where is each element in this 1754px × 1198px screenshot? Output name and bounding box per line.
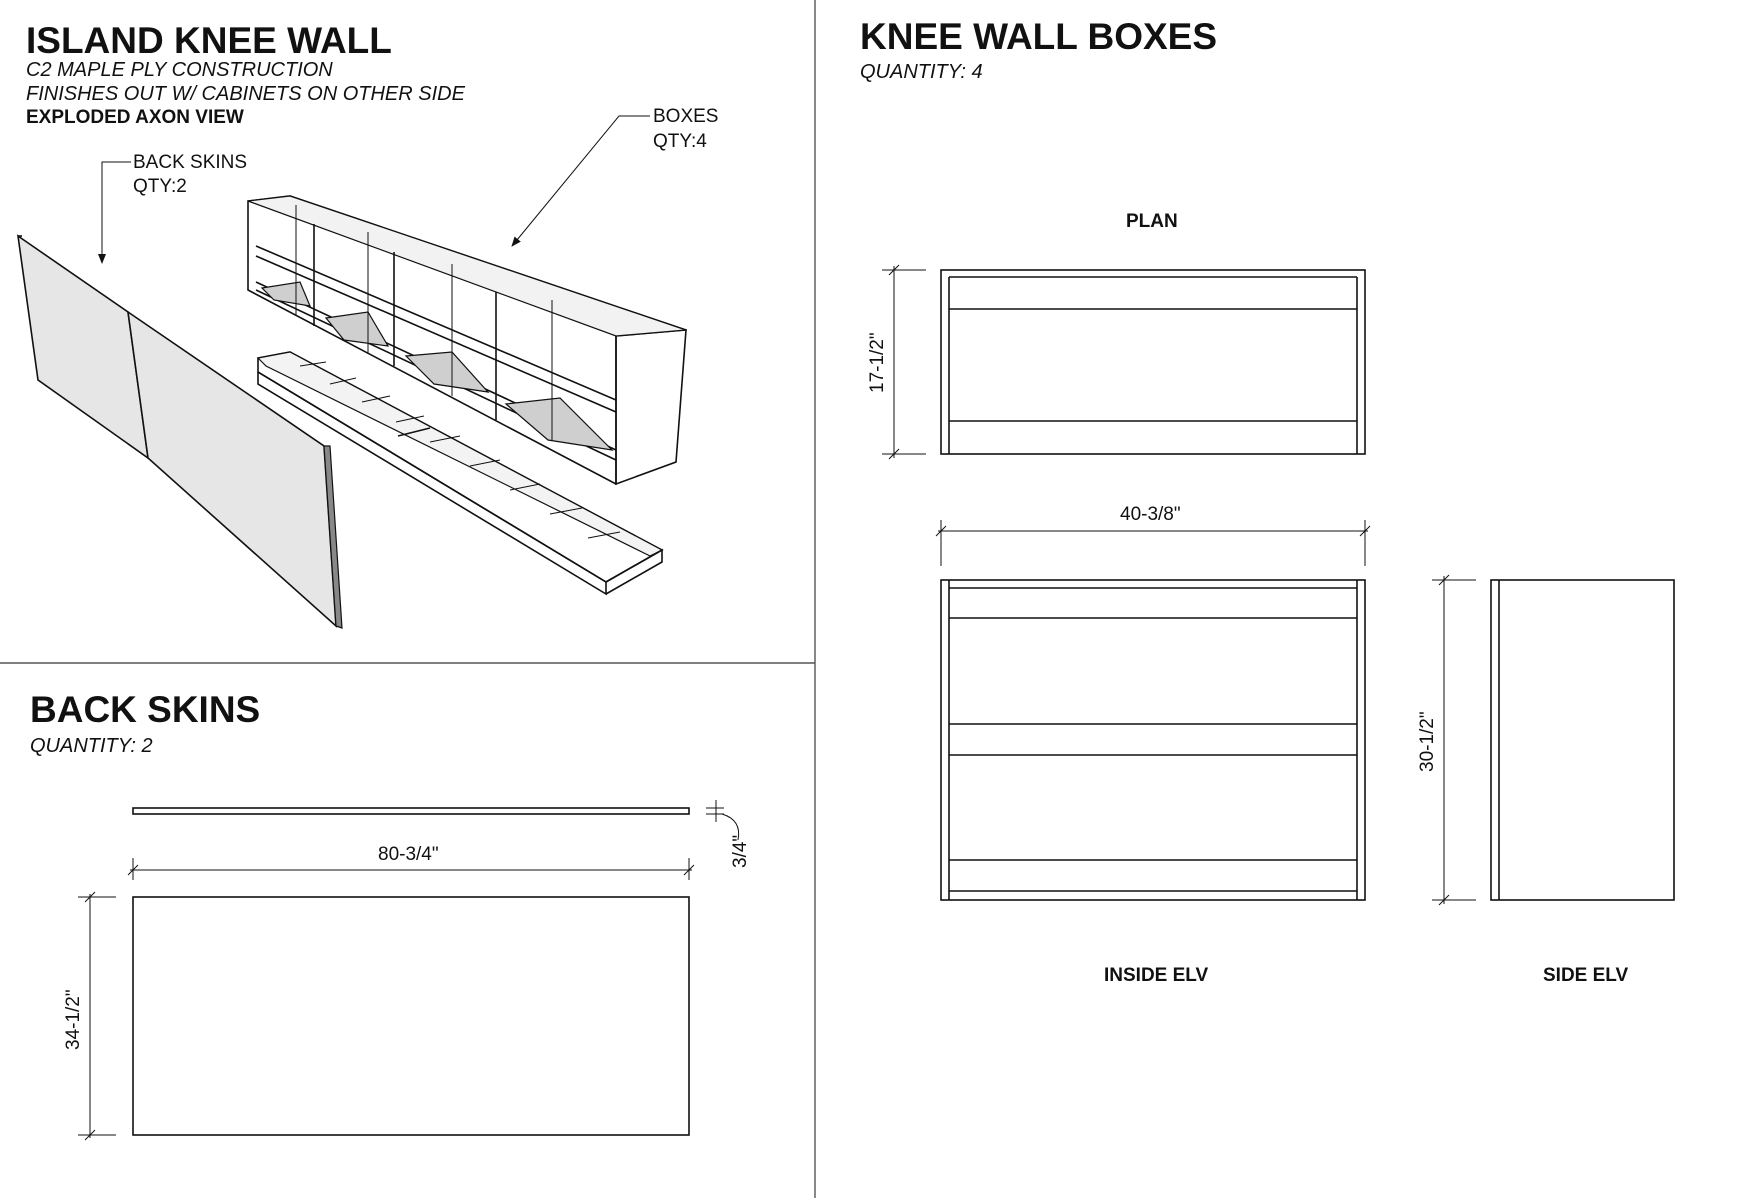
boxes-callout: BOXES QTY:4 <box>511 106 718 247</box>
knee-wall-boxes-quantity: QUANTITY: 4 <box>860 61 983 83</box>
island-subtitle-3: EXPLODED AXON VIEW <box>26 107 244 128</box>
back-skin-edge-view <box>132 807 690 815</box>
plan-label: PLAN <box>1126 211 1178 232</box>
box-height-label: 30-1/2" <box>1417 711 1438 772</box>
box-height-dimension: 30-1/2" <box>1417 574 1476 906</box>
island-subtitle-1: C2 MAPLE PLY CONSTRUCTION <box>26 59 333 81</box>
height-dimension-label: 34-1/2" <box>63 989 84 1050</box>
thickness-dimension: 3/4" <box>706 800 751 868</box>
box-width-label: 40-3/8" <box>1120 504 1181 525</box>
back-skins-callout: BACK SKINS QTY:2 <box>98 152 247 264</box>
back-skins-title: BACK SKINS <box>30 689 260 730</box>
back-skins-callout-label: BACK SKINS <box>133 152 247 173</box>
inside-elevation-label: INSIDE ELV <box>1104 965 1208 986</box>
island-subtitle-2: FINISHES OUT W/ CABINETS ON OTHER SIDE <box>26 83 466 105</box>
base-ladder-frame-axon <box>256 351 664 596</box>
boxes-callout-qty: QTY:4 <box>653 131 707 152</box>
inside-elevation <box>940 579 1366 901</box>
back-skins-quantity: QUANTITY: 2 <box>30 735 153 757</box>
back-skins-callout-qty: QTY:2 <box>133 176 187 197</box>
back-skin-panels-axon <box>16 234 343 629</box>
island-knee-wall-section: ISLAND KNEE WALL C2 MAPLE PLY CONSTRUCTI… <box>16 20 718 629</box>
plan-view <box>940 269 1366 455</box>
plan-depth-dimension: 17-1/2" <box>867 264 926 460</box>
island-title: ISLAND KNEE WALL <box>26 20 392 61</box>
knee-wall-boxes-title: KNEE WALL BOXES <box>860 16 1217 57</box>
back-skin-elevation <box>132 896 690 1136</box>
box-width-dimension: 40-3/8" <box>935 504 1371 566</box>
side-elevation <box>1490 579 1675 901</box>
knee-wall-boxes-axon <box>247 195 688 486</box>
width-dimension-label: 80-3/4" <box>378 844 439 865</box>
thickness-dimension-label: 3/4" <box>730 835 751 868</box>
knee-wall-boxes-section: KNEE WALL BOXES QUANTITY: 4 PLAN 17-1/2" <box>860 16 1675 986</box>
boxes-callout-label: BOXES <box>653 106 718 127</box>
side-elevation-label: SIDE ELV <box>1543 965 1628 986</box>
height-dimension: 34-1/2" <box>63 891 116 1141</box>
plan-depth-label: 17-1/2" <box>867 332 888 393</box>
width-dimension: 80-3/4" <box>127 844 695 880</box>
back-skins-section: BACK SKINS QUANTITY: 2 3/4" 80-3/4" <box>30 689 751 1141</box>
